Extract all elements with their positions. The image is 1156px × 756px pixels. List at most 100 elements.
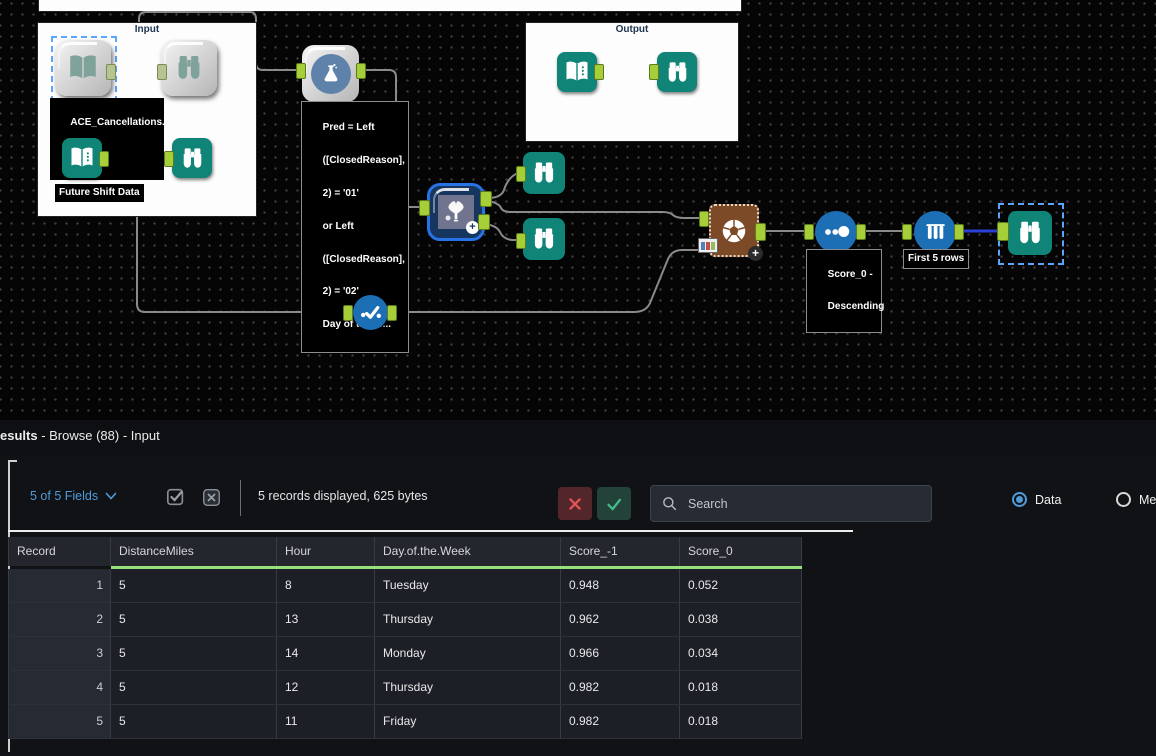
input-anchor[interactable] [997, 222, 1009, 241]
table-cell[interactable]: 14 [277, 637, 375, 670]
output-anchor[interactable] [106, 64, 116, 80]
input-data-tool-future[interactable] [62, 138, 102, 178]
sort-annotation[interactable]: Score_0 - Descending [806, 249, 884, 333]
column-header[interactable]: Day.of.the.Week [375, 537, 561, 566]
search-box[interactable] [650, 485, 932, 522]
formula-tool[interactable] [302, 45, 359, 102]
output-anchor-r[interactable] [478, 214, 490, 230]
input-anchor[interactable] [296, 63, 306, 79]
sort-tool[interactable] [815, 211, 857, 253]
output-anchor[interactable] [99, 151, 109, 167]
output-anchor-o[interactable] [480, 191, 492, 207]
table-cell[interactable]: Monday [375, 637, 561, 670]
table-cell[interactable]: 5 [111, 569, 277, 602]
output-anchor[interactable] [856, 224, 866, 240]
toolbar-divider [240, 480, 241, 516]
column-header[interactable]: Score_-1 [561, 537, 680, 566]
record-number-cell[interactable]: 3 [8, 637, 111, 670]
record-number-cell[interactable]: 1 [8, 569, 111, 602]
apply-filter-button[interactable] [597, 487, 631, 520]
table-cell[interactable]: 5 [111, 637, 277, 670]
table-cell[interactable]: Tuesday [375, 569, 561, 602]
input-anchor[interactable] [343, 305, 353, 321]
deselect-all-icon[interactable] [202, 488, 221, 507]
fields-dropdown[interactable]: 5 of 5 Fields [30, 489, 117, 503]
column-header[interactable]: DistanceMiles [111, 537, 277, 566]
table-cell[interactable]: 5 [111, 603, 277, 636]
radio-meta-circle[interactable] [1116, 492, 1131, 507]
container-output-title: Output [615, 24, 649, 35]
clear-filter-button[interactable] [558, 487, 592, 520]
table-cell[interactable]: Friday [375, 705, 561, 738]
table-cell[interactable]: 0.052 [680, 569, 802, 602]
wire-model-browse-bottom [485, 223, 520, 241]
column-header[interactable]: Score_0 [680, 537, 802, 566]
record-number-cell[interactable]: 5 [8, 705, 111, 738]
table-cell[interactable]: 0.034 [680, 637, 802, 670]
output-anchor[interactable] [594, 64, 604, 80]
input-anchor[interactable] [902, 224, 912, 240]
record-number-cell[interactable]: 2 [8, 603, 111, 636]
search-input[interactable] [686, 495, 910, 512]
sample-tool[interactable] [914, 211, 956, 253]
table-cell[interactable]: Thursday [375, 603, 561, 636]
input-anchor[interactable] [157, 64, 167, 80]
select-all-checkbox-icon[interactable] [166, 487, 186, 507]
column-header[interactable]: Record [8, 537, 111, 566]
input-anchor-data[interactable] [699, 211, 709, 227]
input-anchor[interactable] [804, 224, 814, 240]
workflow-canvas[interactable]: Input Output ACE_Cancellation [0, 0, 1156, 420]
output-anchor[interactable] [387, 305, 397, 321]
table-cell[interactable]: 0.018 [680, 671, 802, 704]
table-cell[interactable]: 0.982 [561, 671, 680, 704]
search-icon [663, 497, 677, 511]
table-cell[interactable]: 5 [111, 671, 277, 704]
radio-data[interactable]: Data [1012, 492, 1061, 507]
browse-tool-output[interactable] [657, 52, 697, 92]
sample-annotation[interactable]: First 5 rows [903, 249, 970, 269]
output-anchor[interactable] [356, 63, 366, 79]
table-cell[interactable]: 5 [111, 705, 277, 738]
table-cell[interactable]: 0.038 [680, 603, 802, 636]
output-anchor[interactable] [755, 223, 766, 241]
select-tool[interactable] [353, 295, 388, 330]
browse-tool-input-top[interactable] [161, 40, 217, 96]
table-cell[interactable]: 8 [277, 569, 375, 602]
table-cell[interactable]: 11 [277, 705, 375, 738]
model-macro-tool[interactable]: + [427, 183, 485, 241]
table-cell[interactable]: 0.962 [561, 603, 680, 636]
future-input-label[interactable]: Future Shift Data [55, 184, 144, 202]
table-cell[interactable]: 0.018 [680, 705, 802, 738]
x-icon [569, 497, 581, 510]
container-partial-top[interactable] [38, 0, 742, 12]
input-anchor[interactable] [419, 200, 430, 216]
input-anchor[interactable] [516, 233, 526, 249]
browse-tool-final[interactable] [1008, 211, 1052, 255]
table-cell[interactable]: 0.982 [561, 705, 680, 738]
browse-tool-model-top[interactable] [523, 152, 565, 194]
browse-tool-model-bottom[interactable] [523, 218, 565, 260]
record-number-cell[interactable]: 4 [8, 671, 111, 704]
input-anchor[interactable] [164, 151, 174, 167]
input-anchor[interactable] [516, 166, 526, 182]
input-data-tool-output[interactable] [557, 52, 597, 92]
table-cell[interactable]: 0.948 [561, 569, 680, 602]
wire-select-score [389, 249, 702, 313]
output-anchor[interactable] [954, 224, 964, 240]
table-cell[interactable]: Thursday [375, 671, 561, 704]
table-cell[interactable]: 13 [277, 603, 375, 636]
table-cell[interactable]: 12 [277, 671, 375, 704]
browse-tool-input-bottom[interactable] [172, 138, 212, 178]
column-header[interactable]: Hour [277, 537, 375, 566]
input-data-tool-ace[interactable] [55, 40, 111, 96]
input-anchor[interactable] [649, 64, 659, 80]
table-cell[interactable]: 0.966 [561, 637, 680, 670]
radio-meta[interactable]: Meta [1116, 492, 1156, 507]
radio-data-circle[interactable] [1012, 492, 1027, 507]
